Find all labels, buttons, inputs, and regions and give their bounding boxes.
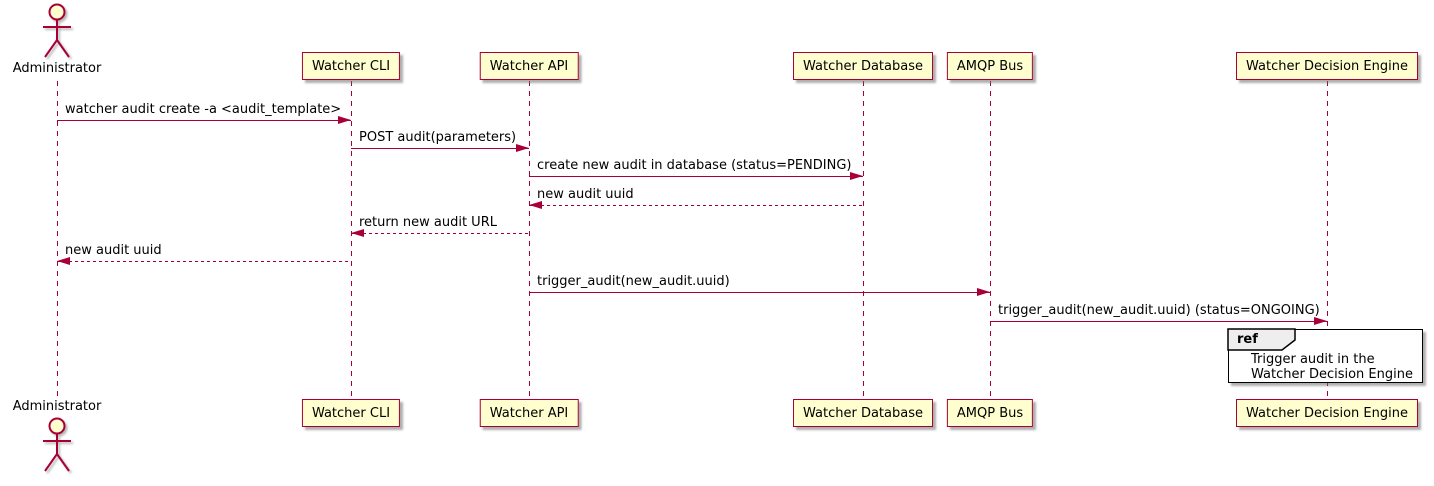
arrowhead bbox=[338, 115, 351, 124]
arrowhead bbox=[977, 287, 990, 296]
participant-watcher-database-top: Watcher Database bbox=[793, 52, 933, 80]
message-label-6: new audit uuid bbox=[65, 243, 162, 258]
message-label-2: POST audit(parameters) bbox=[359, 130, 517, 145]
participant-amqp-bus-top: AMQP Bus bbox=[946, 52, 1034, 80]
message-line-5 bbox=[351, 232, 529, 234]
lifeline-watcher-decision-engine bbox=[1326, 81, 1328, 399]
lifeline-watcher-database bbox=[862, 81, 864, 399]
arrowhead bbox=[516, 143, 529, 152]
participant-watcher-api-top: Watcher API bbox=[479, 52, 579, 80]
participant-watcher-database-bottom: Watcher Database bbox=[793, 399, 933, 427]
lifeline-administrator bbox=[56, 81, 58, 399]
message-line-1 bbox=[57, 119, 351, 121]
arrowhead bbox=[850, 171, 863, 180]
message-label-3: create new audit in database (status=PEN… bbox=[537, 158, 852, 173]
message-label-1: watcher audit create -a <audit_template> bbox=[65, 102, 342, 117]
ref-line-1: Trigger audit in the bbox=[1251, 352, 1375, 367]
message-line-4 bbox=[529, 204, 863, 206]
participant-watcher-cli-top: Watcher CLI bbox=[301, 52, 401, 80]
arrowhead bbox=[57, 256, 70, 265]
message-line-7 bbox=[529, 291, 990, 293]
message-label-7: trigger_audit(new_audit.uuid) bbox=[537, 274, 730, 289]
arrowhead bbox=[1314, 316, 1327, 325]
actor-label-administrator-top: Administrator bbox=[12, 61, 102, 76]
lifeline-watcher-cli bbox=[350, 81, 352, 399]
message-line-8 bbox=[990, 320, 1327, 322]
lifeline-amqp-bus bbox=[989, 81, 991, 399]
message-label-8: trigger_audit(new_audit.uuid) (status=ON… bbox=[998, 303, 1320, 318]
ref-tab-shape bbox=[1227, 328, 1297, 352]
arrowhead bbox=[529, 200, 542, 209]
message-label-5: return new audit URL bbox=[359, 215, 497, 230]
actor-label-administrator-bottom: Administrator bbox=[12, 399, 102, 414]
message-line-3 bbox=[529, 175, 863, 177]
participant-watcher-decision-engine-bottom: Watcher Decision Engine bbox=[1236, 399, 1418, 427]
message-line-6 bbox=[57, 260, 351, 262]
message-label-4: new audit uuid bbox=[537, 187, 634, 202]
ref-keyword: ref bbox=[1237, 332, 1258, 347]
participant-watcher-api-bottom: Watcher API bbox=[479, 399, 579, 427]
arrowhead bbox=[351, 228, 364, 237]
actor-icon-bottom bbox=[37, 416, 77, 474]
participant-watcher-cli-bottom: Watcher CLI bbox=[301, 399, 401, 427]
ref-line-2: Watcher Decision Engine bbox=[1251, 367, 1413, 382]
participant-amqp-bus-bottom: AMQP Bus bbox=[946, 399, 1034, 427]
lifeline-watcher-api bbox=[528, 81, 530, 399]
message-line-2 bbox=[351, 147, 529, 149]
participant-watcher-decision-engine-top: Watcher Decision Engine bbox=[1236, 52, 1418, 80]
actor-icon-top bbox=[37, 2, 77, 60]
